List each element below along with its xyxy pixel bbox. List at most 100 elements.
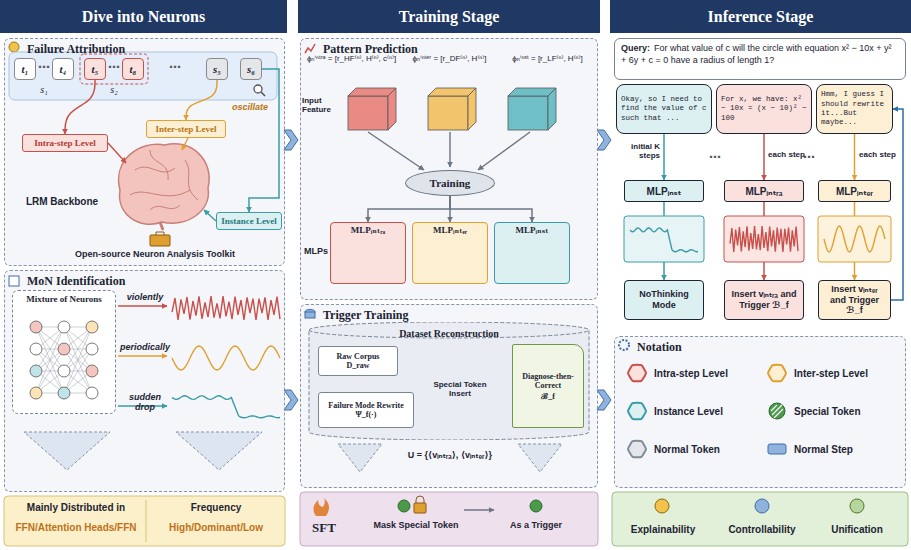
funnel [338,444,562,472]
label-slot: Input Feature [302,96,346,114]
heading-icon [305,44,315,53]
label-slot: ⋯ [106,60,122,74]
neuron-link [64,327,92,393]
step-label: each step [859,150,899,159]
node-subtext: For what value of c will the circle with… [621,43,892,65]
label-slot: ⋯ [708,150,722,164]
node-text: s₆ [247,63,255,75]
signal-wave [172,296,280,418]
label-slot: ⋯ [803,150,815,164]
node-subtext: D_raw [346,361,369,370]
toolkit-label: Open-source Neuron Analysis Toolkit [40,249,270,259]
benefit-label: Explainability [616,524,710,535]
sft-label: As a Trigger [496,520,576,530]
connector-arrow [450,196,532,222]
feature-arrow [368,132,424,170]
mlp-group-label: MLPs [304,246,330,256]
stage-chevron [597,130,611,150]
input-prism [348,88,396,130]
node-text: Notation [637,340,682,355]
node-text: t₈ [130,63,137,75]
benefit-icon [850,499,864,513]
label-slot: ⋯ [150,60,200,74]
node-text: s₅ [213,63,221,75]
label-slot: Frequency [150,502,282,513]
connector-arrow [854,134,856,180]
input-prism [428,88,476,130]
mlp-card-ground [412,222,488,284]
brain [108,138,216,230]
node-text: MLPᵢₙₛₜ [647,186,682,197]
legend-shape [628,403,646,419]
label-slot: ϕₙⁱⁿᵗᵉʳ = [r_DF⁽ⁿ⁾, H⁽ⁿ⁾] [401,54,498,64]
node-text: Inference Stage [708,8,814,26]
benefit-icon [655,499,864,513]
panel-ground [4,38,906,492]
toolbox-icon [150,235,170,246]
action-box: Insert vᵢₙₜₑᵣ and Trigger ℬ_f [818,280,891,320]
process-box: Failure Mode RewriteΨ_f(·) [318,392,414,428]
label-slot: FFN/Attention Heads/FFN [6,522,146,533]
section-panel: MoN IdentificationMixture of Neurons [4,270,285,492]
neuron [30,365,42,377]
signal-wave [730,226,798,252]
bottom-bar [146,500,147,542]
node-text: Hmm, I guess I should rewrite it...But m… [821,90,888,128]
feature-formula: ϕₙⁱⁿˢᵗ = [r_LF⁽ⁿ⁾, H⁽ⁿ⁾] [499,54,596,64]
node-text: For x, we have: x² − 10x = (x − 10)² − 1… [721,95,807,123]
ellipsis: ⋯ [150,60,200,74]
mlp-box: MLPᵢₙₛₜ [624,180,704,202]
heading-icon [9,42,19,52]
signal-wave [172,396,280,418]
pattern-label: sudden drop [118,392,172,412]
label-slot: oscillate [222,102,278,112]
neuron-link [36,327,64,393]
input-prism [428,96,468,130]
connector-arrow [891,109,903,300]
training-ellipse: Training [405,170,495,196]
neuron [58,343,70,355]
node-text: t₄ [60,63,67,75]
label-slot: ⋯ [36,60,52,74]
neuron [30,321,42,333]
toolbox-icon [156,232,164,235]
node-text: MoN Identification [27,274,125,289]
sft-band: SFT [300,492,598,546]
label-slot: sudden drop [118,392,172,412]
brain [160,222,163,230]
signal-wave [172,296,280,320]
signal-wave [630,228,698,252]
sft-icon [416,496,424,503]
bar-heading: Frequency [150,502,282,513]
bottom-bar [612,492,908,546]
bar-value: FFN/Attention Heads/FFN [6,522,146,533]
funnel [24,432,110,470]
neuron [86,387,98,399]
pattern-note: oscillate [222,102,278,112]
panel-ground [300,38,598,300]
sft-label: Mask Special Token [368,520,464,530]
stage-chevron [284,130,298,150]
label-slot: each step [768,150,808,159]
label-slot: Controllability [712,524,812,535]
neuron-link [64,327,92,393]
node-text: Mixture of Neurons [26,294,102,304]
mlp-card-ground [330,222,406,284]
node-text: MLPᵢₙₜₑᵣ [433,225,467,235]
legend-sample [766,438,788,460]
legend-text: Instance Level [654,406,723,417]
level-tag: Instance Level [216,212,282,230]
legend-item: Normal Step [766,438,853,460]
heading-icon [9,276,19,286]
brain [204,210,216,221]
ellipsis: ⋯ [803,150,815,164]
neuron [58,321,70,333]
feature-formula: ϕₙⁱⁿᵗʳᵃ = [r_HF⁽ⁿ⁾, H⁽ⁿ⁾, c⁽ⁿ⁾] [303,54,400,64]
neuron [86,365,98,377]
label-slot: Explainability [616,524,710,535]
node-text: Dataset Reconstruction [399,328,499,339]
